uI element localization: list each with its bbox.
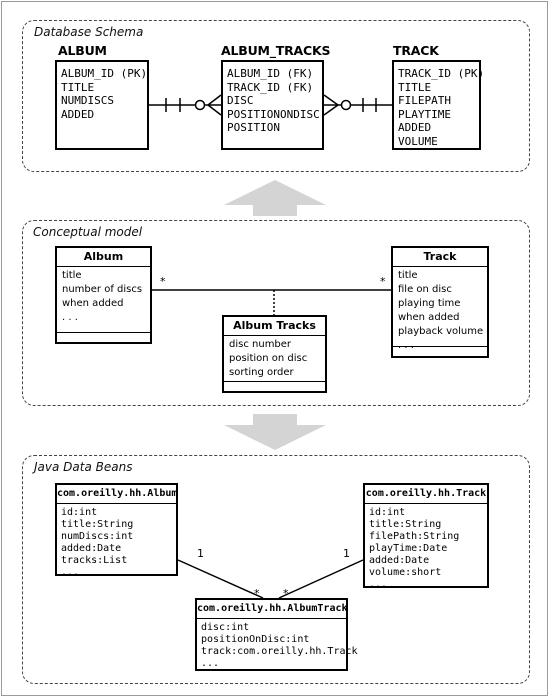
track-column: TRACK_ID (PK) (398, 67, 485, 80)
track-attribute: when added (398, 312, 460, 323)
album-bean-field: numDiscs:int (61, 531, 134, 542)
java-data-beans-title: Java Data Beans (34, 460, 133, 474)
track-bean-field: title:String (369, 519, 442, 530)
album-column: ADDED (61, 107, 95, 121)
album-class-name: Album (57, 248, 150, 267)
track-end-multiplicity: * (380, 275, 386, 288)
database-schema-title: Database Schema (34, 25, 144, 39)
track-attribute: playing time (398, 298, 461, 309)
track-column: VOLUME (398, 134, 438, 148)
album-track-bean-field: positionOnDisc:int (201, 634, 310, 645)
track-bean-association (278, 559, 364, 599)
album-album-tracks-relationship (149, 94, 222, 116)
album-table: ALBUM_ID (PK) TITLE NUMDISCS ADDED (55, 60, 149, 150)
track-bean-name: com.oreilly.hh.Track (365, 485, 487, 504)
album-bean-name: com.oreilly.hh.Album (57, 485, 177, 504)
album-bean-field: id:int (61, 507, 98, 518)
track-bean: com.oreilly.hh.Track id:int title:String… (363, 483, 489, 590)
album-attribute: . . . (62, 312, 78, 323)
track-bean-field: volume:short (369, 567, 442, 578)
album-track-bean: com.oreilly.hh.AlbumTrack disc:int posit… (195, 598, 358, 671)
track-class-footer (393, 346, 487, 356)
track-table: TRACK_ID (PK) TITLE FILEPATH PLAYTIME AD… (392, 60, 485, 150)
album-bean-field: added:Date (61, 543, 122, 554)
album-bean: com.oreilly.hh.Album id:int title:String… (55, 483, 178, 578)
album-attribute: title (62, 270, 82, 281)
album-tracks-table-name: ALBUM_TRACKS (221, 43, 331, 58)
album-end-multiplicity: * (160, 275, 166, 288)
track-attribute: playback volume (398, 326, 484, 337)
track-column: PLAYTIME (398, 107, 451, 121)
track-attribute: . . . (398, 340, 414, 351)
track-class-name: Track (393, 248, 487, 267)
up-arrow-icon (224, 180, 326, 216)
album-column: ALBUM_ID (PK) (61, 67, 148, 80)
album-one-multiplicity: 1 (197, 547, 204, 560)
album-track-bean-field: ... (201, 658, 220, 669)
album-track-bean-field: track:com.oreilly.hh.Track (201, 646, 358, 657)
java-data-beans-panel (22, 455, 530, 684)
album-tracks-attribute: position on disc (229, 353, 308, 364)
album-track-bean-name: com.oreilly.hh.AlbumTrack (197, 600, 348, 619)
album-tracks-column: TRACK_ID (FK) (227, 80, 314, 94)
album-column: NUMDISCS (61, 94, 114, 107)
album-table-name: ALBUM (58, 43, 107, 58)
album-class: Album title number of discs when added .… (55, 246, 152, 344)
album-tracks-table: ALBUM_ID (FK) TRACK_ID (FK) DISC POSITIO… (221, 60, 324, 150)
track-column: TITLE (398, 80, 432, 94)
album-tracks-attribute: sorting order (229, 367, 294, 378)
album-tracks-class-name: Album Tracks (224, 317, 325, 336)
album-column: TITLE (61, 80, 95, 94)
album-bean-field: ... (61, 567, 80, 578)
track-bean-field: id:int (369, 507, 406, 518)
album-tracks-attribute: disc number (229, 339, 292, 350)
album-bean-field: title:String (61, 519, 134, 530)
album-bean-association (177, 559, 264, 599)
album-attribute: when added (62, 298, 124, 309)
album-tracks-column: DISC (227, 94, 254, 107)
track-bean-field: playTime:Date (369, 543, 448, 554)
track-many-multiplicity: * (283, 587, 289, 600)
album-tracks-column: ALBUM_ID (FK) (227, 67, 314, 80)
album-tracks-class: Album Tracks disc number position on dis… (222, 315, 327, 393)
track-bean-field: filePath:String (369, 531, 460, 542)
track-bean-field: added:Date (369, 555, 430, 566)
database-schema-panel (22, 20, 530, 172)
album-bean-field: tracks:List (61, 555, 128, 566)
track-one-multiplicity: 1 (343, 547, 350, 560)
conceptual-model-panel (22, 220, 530, 406)
album-track-bean-field: disc:int (201, 622, 250, 633)
album-tracks-class-footer (224, 381, 325, 391)
track-class: Track title file on disc playing time wh… (391, 246, 489, 358)
album-tracks-column: POSITION (227, 121, 280, 134)
album-class-footer (57, 332, 150, 342)
track-bean-field: ... (369, 579, 388, 590)
track-album-tracks-relationship (323, 94, 392, 116)
album-many-multiplicity: * (254, 587, 260, 600)
album-attribute: number of discs (62, 284, 143, 295)
conceptual-model-title: Conceptual model (33, 225, 143, 239)
down-arrow-icon (224, 414, 326, 450)
album-tracks-column: POSITIONONDISC (227, 107, 320, 121)
track-attribute: file on disc (398, 284, 452, 295)
track-table-name: TRACK (393, 43, 439, 58)
track-column: ADDED (398, 121, 432, 134)
track-column: FILEPATH (398, 94, 451, 107)
track-attribute: title (398, 270, 418, 281)
